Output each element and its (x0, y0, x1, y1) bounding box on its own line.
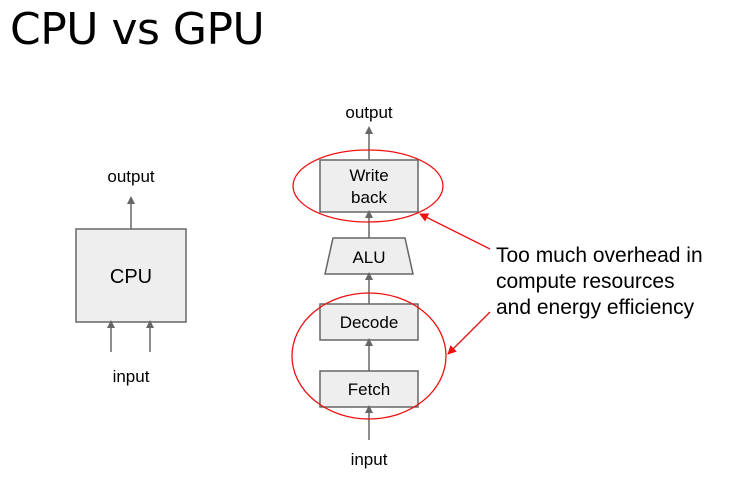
annotation-line-1: Too much overhead in (496, 244, 703, 267)
pipeline-input-label: input (351, 450, 388, 469)
cpu-block-label: CPU (110, 266, 152, 288)
cpu-output-label: output (107, 167, 155, 186)
pipeline-output-label: output (345, 103, 393, 122)
annotation-line-3: and energy efficiency (496, 296, 695, 319)
fetch-decode-highlight-ellipse (291, 292, 447, 420)
annotation-line-2: compute resources (496, 270, 675, 293)
slide-title: CPU vs GPU (10, 4, 265, 55)
annotation-text: Too much overhead in compute resources a… (496, 244, 703, 319)
cpu-input-label: input (113, 367, 150, 386)
pipeline-diagram: output Write back ALU Decode Fetch input (319, 103, 419, 469)
cpu-diagram: output CPU input (75, 167, 187, 386)
writeback-highlight-ellipse (292, 149, 444, 223)
fetch-label: Fetch (348, 380, 391, 399)
alu-stage (324, 237, 414, 275)
write-back-stage (319, 159, 419, 213)
cpu-block (75, 228, 187, 323)
alu-label: ALU (352, 248, 385, 267)
write-back-label-line2: back (351, 188, 387, 207)
annotation-arrow-top (419, 213, 491, 250)
decode-label: Decode (340, 313, 399, 332)
annotation-arrow-bottom (447, 311, 491, 355)
write-back-label-line1: Write (349, 166, 388, 185)
fetch-stage (319, 370, 419, 408)
